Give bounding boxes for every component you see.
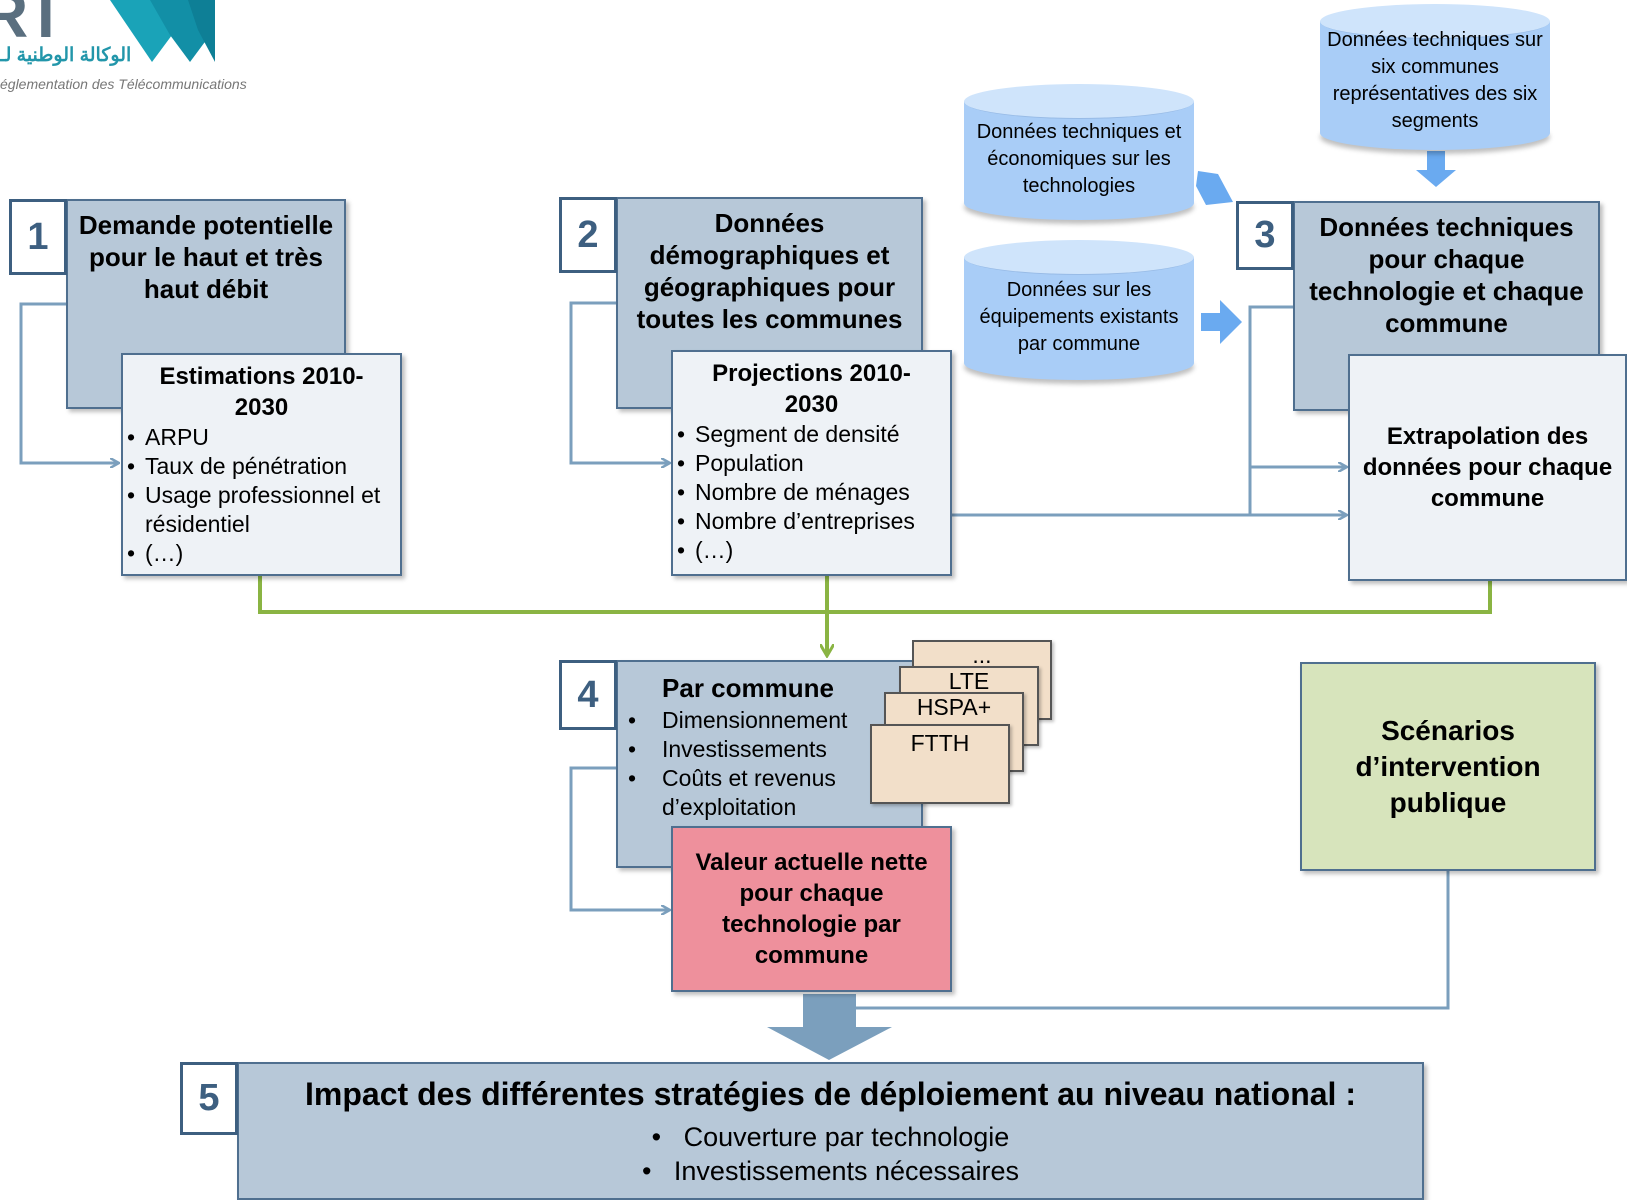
- logo: RT الوكالة الوطنية لـ églementation des …: [0, 0, 247, 100]
- box2-subtitle: Projections 2010-2030: [712, 360, 911, 418]
- box3-subtitle: Extrapolation des données pour chaque co…: [1362, 423, 1613, 512]
- logo-letters: RT: [0, 0, 65, 51]
- box2-title: Données démographiques et géographiques …: [636, 208, 903, 334]
- loop-arrow-3a: [1248, 305, 1346, 467]
- loop-arrow-2: [569, 301, 669, 463]
- list-item: (…): [673, 536, 950, 565]
- logo-arabic: الوكالة الوطنية لـ: [0, 45, 132, 66]
- bullet-icon: •: [651, 1122, 684, 1152]
- box1-details: Estimations 2010-2030 ARPU Taux de pénét…: [121, 353, 402, 576]
- box1-bullet-list: ARPU Taux de pénétration Usage professio…: [123, 423, 400, 568]
- list-item: Population: [673, 449, 950, 478]
- db-arrow-right-2: [1201, 300, 1242, 344]
- box5-bullet-2: • Investissements nécessaires: [239, 1156, 1422, 1187]
- box3-details: Extrapolation des données pour chaque co…: [1348, 354, 1627, 581]
- database-tech-eco: Données techniques et économiques sur le…: [964, 84, 1194, 220]
- database-equipment-label: Données sur les équipements existants pa…: [979, 278, 1179, 355]
- list-item: (…): [123, 539, 400, 568]
- box4-title: Par commune: [662, 673, 834, 703]
- box5-title: Impact des différentes stratégies de dép…: [305, 1076, 1356, 1112]
- db-arrow-down: [1416, 151, 1456, 187]
- box4-bullet-list: Dimensionnement Investissements Coûts et…: [618, 706, 858, 822]
- big-down-arrow: [767, 994, 892, 1060]
- green-flow-line: [258, 576, 1492, 614]
- logo-subtitle: églementation des Télécommunications: [0, 76, 247, 92]
- list-item: Segment de densité: [673, 420, 950, 449]
- npv-result-box: Valeur actuelle nette pour chaque techno…: [671, 826, 952, 992]
- logo-emblem-icon: [110, 0, 215, 62]
- box1-title: Demande potentielle pour le haut et très…: [78, 210, 334, 304]
- database-tech-eco-label: Données techniques et économiques sur le…: [976, 120, 1182, 197]
- npv-result-label: Valeur actuelle nette pour chaque techno…: [695, 849, 928, 969]
- box5-number: 5: [180, 1062, 238, 1135]
- box1-subtitle: Estimations 2010-2030: [159, 363, 364, 421]
- box5-bullet-2-text: Investissements nécessaires: [673, 1156, 1020, 1186]
- database-six-communes-label: Données techniques sur six communes repr…: [1327, 29, 1543, 132]
- database-six-communes: Données techniques sur six communes repr…: [1320, 4, 1550, 150]
- list-item: Investissements: [618, 735, 858, 764]
- box3-number: 3: [1236, 201, 1294, 270]
- list-item: ARPU: [123, 423, 400, 452]
- database-equipment: Données sur les équipements existants pa…: [964, 240, 1194, 380]
- scenarios-box: Scénarios d’intervention publique: [1300, 662, 1596, 871]
- box5-box: Impact des différentes stratégies de dép…: [237, 1062, 1424, 1200]
- list-item: Dimensionnement: [618, 706, 858, 735]
- box4-number: 4: [559, 660, 617, 730]
- list-item: Taux de pénétration: [123, 452, 400, 481]
- loop-arrow-4: [569, 766, 669, 910]
- box5-bullet-1: • Couverture par technologie: [239, 1122, 1422, 1153]
- tech-card-ftth: FTTH: [870, 724, 1010, 804]
- box5-bullet-1-text: Couverture par technologie: [683, 1122, 1010, 1152]
- box2-number: 2: [559, 197, 617, 273]
- list-item: Usage professionnel et résidentiel: [123, 481, 400, 539]
- list-item: Nombre de ménages: [673, 478, 950, 507]
- box1-number: 1: [9, 199, 67, 275]
- box3-title: Données techniques pour chaque technolog…: [1309, 212, 1584, 338]
- db-arrow-right-1: [1196, 171, 1233, 205]
- list-item: Nombre d’entreprises: [673, 507, 950, 536]
- box2-details: Projections 2010-2030 Segment de densité…: [671, 350, 952, 576]
- scenarios-title: Scénarios d’intervention publique: [1355, 714, 1541, 818]
- bullet-icon: •: [641, 1156, 674, 1186]
- loop-arrow-1: [19, 302, 118, 463]
- box2-bullet-list: Segment de densité Population Nombre de …: [673, 420, 950, 565]
- list-item: Coûts et revenus d’exploitation: [618, 764, 858, 822]
- scenarios-connector: [855, 870, 1450, 1010]
